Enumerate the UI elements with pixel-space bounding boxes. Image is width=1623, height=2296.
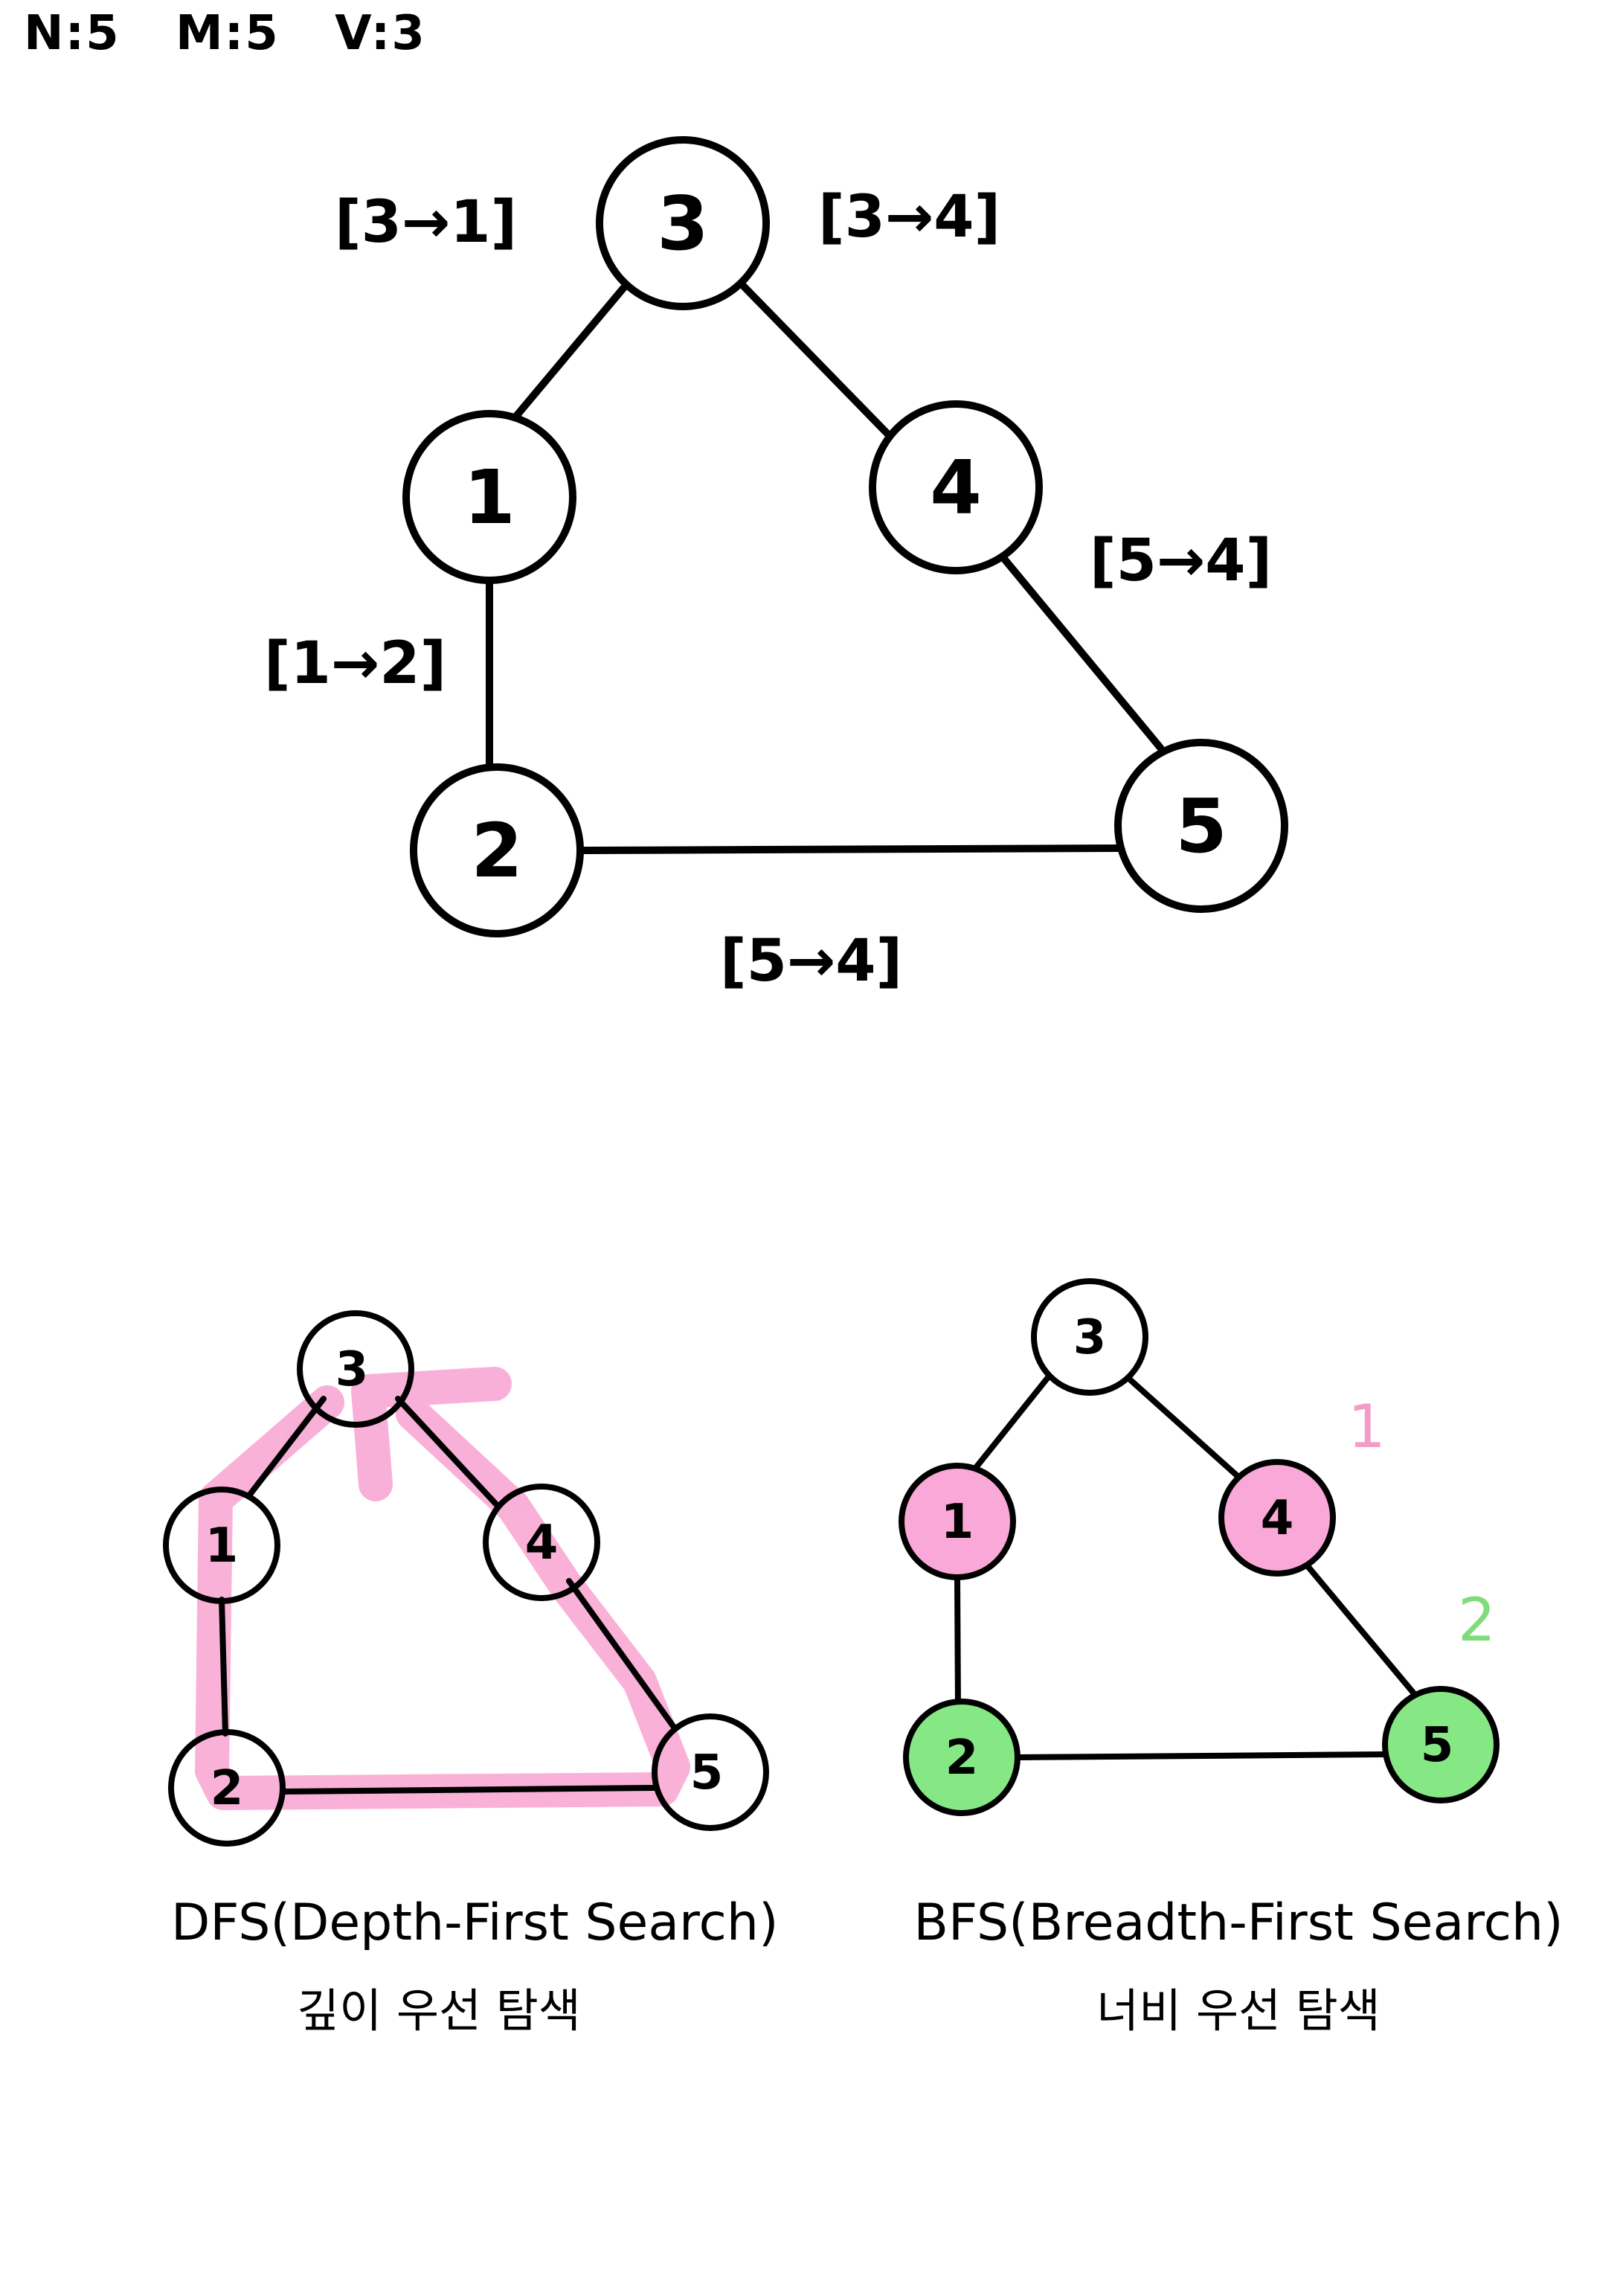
bfs-node-5: 5 (1382, 1686, 1500, 1803)
main-nodes: 3 1 4 2 5 (402, 136, 1288, 937)
dfs-caption: DFS(Depth-First Search) 깊이 우선 탐색 (171, 1893, 779, 2040)
dfs-edge-1-2 (219, 1597, 228, 1737)
bfs-caption-title: BFS(Breadth-First Search) (913, 1893, 1563, 1952)
edge-label-5-4: [5→4] (1090, 527, 1272, 594)
main-edge-3-1 (506, 283, 629, 428)
bfs-edge-2-5 (1015, 1751, 1388, 1760)
bfs-level-2-label: 2 (1458, 1585, 1496, 1655)
bfs-node-5-circle (1382, 1686, 1500, 1803)
edge-count: M:5 (175, 6, 280, 61)
dfs-node-1-label: 1 (205, 1519, 239, 1574)
bfs-node-3: 3 (1031, 1278, 1148, 1396)
bfs-node-2: 2 (903, 1699, 1021, 1816)
bfs-edges (954, 1373, 1416, 1760)
bfs-edge-3-4 (1128, 1377, 1241, 1480)
dfs-node-2-label: 2 (210, 1761, 244, 1816)
main-node-5-circle (1114, 739, 1288, 913)
bfs-node-2-circle (903, 1699, 1021, 1816)
dfs-edge-2-5 (280, 1785, 658, 1795)
main-edge-4-5 (997, 551, 1164, 751)
dfs-edge-3-1 (246, 1396, 327, 1498)
dfs-node-4-label: 4 (525, 1516, 559, 1571)
bfs-node-3-circle (1031, 1278, 1148, 1396)
dfs-nodes: 3 1 4 2 5 (163, 1310, 769, 1847)
main-node-2: 2 (410, 763, 584, 937)
dfs-node-2-circle (168, 1729, 286, 1847)
graph-parameters: N:5 M:5 V:3 (24, 6, 463, 61)
main-node-3-circle (596, 136, 770, 310)
dfs-node-5-label: 5 (690, 1745, 724, 1800)
bfs-node-1-label: 1 (941, 1495, 974, 1550)
main-node-4-label: 4 (930, 444, 982, 531)
bfs-caption: BFS(Breadth-First Search) 너비 우선 탐색 (911, 1893, 1566, 2040)
dfs-node-2: 2 (168, 1729, 286, 1847)
start-vertex: V:3 (335, 6, 426, 61)
main-edge-2-5 (580, 844, 1127, 854)
dfs-traversal-highlight (195, 1367, 690, 1810)
main-node-4-circle (869, 400, 1043, 574)
bfs-node-4: 4 (1218, 1459, 1336, 1577)
edge-label-2-5: [5→4] (720, 928, 902, 995)
bfs-edge-3-1 (971, 1373, 1052, 1472)
main-node-2-label: 2 (471, 807, 523, 894)
dfs-node-5-circle (652, 1713, 769, 1831)
bfs-node-1: 1 (899, 1463, 1016, 1580)
dfs-node-1-circle (163, 1487, 280, 1604)
bfs-caption-korean: 너비 우선 탐색 (1096, 1984, 1381, 2038)
bfs-graph: 3 1 4 2 5 1 2 (899, 1278, 1500, 1816)
dfs-edges (219, 1396, 676, 1795)
dfs-path-stroke (195, 1385, 690, 1810)
main-node-1: 1 (402, 410, 576, 584)
bfs-node-3-label: 3 (1073, 1310, 1107, 1365)
dfs-caption-title: DFS(Depth-First Search) (171, 1893, 779, 1952)
main-graph (486, 283, 1164, 854)
edge-label-1-2: [1→2] (264, 630, 446, 697)
bfs-edge-4-5 (1305, 1563, 1416, 1696)
dfs-node-3: 3 (297, 1310, 414, 1428)
dfs-node-5: 5 (652, 1713, 769, 1831)
dfs-edge-3-4 (395, 1396, 501, 1510)
main-node-5: 5 (1114, 739, 1288, 913)
dfs-arrowhead-stroke (351, 1367, 512, 1501)
main-node-1-label: 1 (463, 454, 515, 541)
node-count: N:5 (24, 6, 120, 61)
dfs-graph: 3 1 4 2 5 (163, 1310, 769, 1847)
bfs-node-4-circle (1218, 1459, 1336, 1577)
dfs-edge-4-5 (566, 1578, 676, 1729)
dfs-node-3-label: 3 (335, 1342, 369, 1397)
dfs-caption-korean: 깊이 우선 탐색 (297, 1984, 581, 2038)
main-node-1-circle (402, 410, 576, 584)
edge-label-3-4: [3→4] (818, 184, 1000, 251)
main-edge-3-4 (740, 283, 896, 443)
bfs-edge-1-2 (954, 1574, 961, 1714)
bfs-node-5-label: 5 (1421, 1718, 1454, 1773)
main-node-4: 4 (869, 400, 1043, 574)
dfs-node-1: 1 (163, 1487, 280, 1604)
main-node-5-label: 5 (1175, 783, 1227, 870)
edge-label-3-1: [3→1] (335, 189, 517, 256)
bfs-level-1-label: 1 (1348, 1392, 1386, 1461)
bfs-node-1-circle (899, 1463, 1016, 1580)
bfs-node-4-label: 4 (1261, 1491, 1294, 1546)
dfs-node-4-circle (483, 1484, 600, 1601)
bfs-node-2-label: 2 (945, 1731, 979, 1786)
main-edge-labels: [3→1] [3→4] [1→2] [5→4] [5→4] (264, 184, 1272, 995)
dfs-node-3-circle (297, 1310, 414, 1428)
main-node-2-circle (410, 763, 584, 937)
dfs-node-4: 4 (483, 1484, 600, 1601)
main-node-3-label: 3 (657, 180, 709, 267)
main-node-3: 3 (596, 136, 770, 310)
bfs-nodes: 3 1 4 2 5 (899, 1278, 1500, 1816)
